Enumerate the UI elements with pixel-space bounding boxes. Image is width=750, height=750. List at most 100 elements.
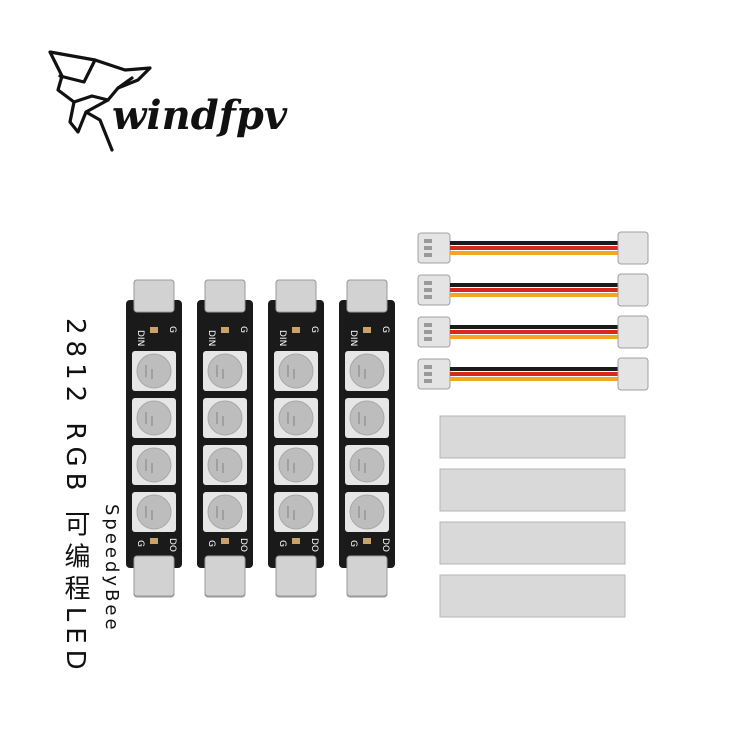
jst-cable <box>417 315 649 349</box>
led-die <box>145 365 153 379</box>
cable-plug-right <box>617 273 649 307</box>
manufacturer-label: SpeedyBee <box>101 504 122 633</box>
plug-pin <box>424 281 432 285</box>
adhesive-pad <box>439 574 626 618</box>
connector-bottom-housing <box>346 555 388 597</box>
led-die <box>287 365 295 379</box>
wire <box>450 367 618 371</box>
led-die <box>216 412 224 426</box>
wire <box>450 377 618 381</box>
rgb-led <box>207 400 243 436</box>
wire <box>450 246 618 250</box>
led-die <box>358 412 366 426</box>
resistor <box>221 327 229 333</box>
plug-pin <box>424 337 432 341</box>
connector-top-housing <box>133 279 175 313</box>
cable-plug-right <box>617 231 649 265</box>
pin-label-g-top: G <box>238 326 248 333</box>
pin-label-g-bottom: G <box>135 540 145 547</box>
jst-cable <box>417 231 649 265</box>
plug-pin <box>424 239 432 243</box>
resistor <box>363 538 371 544</box>
rgb-led <box>136 447 172 483</box>
pin-label-g-bottom: G <box>348 540 358 547</box>
rgb-led <box>278 447 314 483</box>
resistor <box>363 327 371 333</box>
wire <box>450 293 618 297</box>
wire <box>450 335 618 339</box>
cable-plug-left <box>417 274 451 306</box>
rgb-led <box>207 447 243 483</box>
plug-pin <box>424 253 432 257</box>
led-die <box>145 506 153 520</box>
wire <box>450 283 618 287</box>
rgb-led <box>207 353 243 389</box>
wire <box>450 288 618 292</box>
pin-label-do: DO <box>238 538 248 552</box>
resistor <box>150 327 158 333</box>
connector-bottom-housing <box>133 555 175 597</box>
pin-label-g-top: G <box>380 326 390 333</box>
led-die <box>358 365 366 379</box>
cable-plug-left <box>417 358 451 390</box>
pin-label-do: DO <box>309 538 319 552</box>
jst-cable <box>417 273 649 307</box>
rgb-led <box>136 494 172 530</box>
connector-top-housing <box>275 279 317 313</box>
led-die <box>287 506 295 520</box>
led-die <box>216 459 224 473</box>
cable-plug-left <box>417 316 451 348</box>
plug-pin <box>424 372 432 376</box>
resistor <box>221 538 229 544</box>
wire <box>450 251 618 255</box>
plug-pin <box>424 365 432 369</box>
led-die <box>216 506 224 520</box>
led-die <box>358 459 366 473</box>
rgb-led <box>349 447 385 483</box>
wire <box>450 325 618 329</box>
resistor <box>292 538 300 544</box>
led-die <box>287 459 295 473</box>
led-die <box>145 412 153 426</box>
plug-pin <box>424 288 432 292</box>
plug-pin <box>424 330 432 334</box>
pin-label-g-top: G <box>309 326 319 333</box>
led-die <box>358 506 366 520</box>
rgb-led <box>278 353 314 389</box>
plug-pin <box>424 295 432 299</box>
cable-plug-left <box>417 232 451 264</box>
pin-label-do: DO <box>380 538 390 552</box>
rgb-led <box>136 353 172 389</box>
connector-top-housing <box>346 279 388 313</box>
connector-top-housing <box>204 279 246 313</box>
rgb-led <box>349 494 385 530</box>
plug-pin <box>424 246 432 250</box>
cable-plug-right <box>617 315 649 349</box>
bird-logo-icon <box>48 50 152 152</box>
rgb-led <box>278 400 314 436</box>
pin-label-din: DIN <box>206 330 216 346</box>
rgb-led <box>349 353 385 389</box>
cable-plug-right <box>617 357 649 391</box>
wire <box>450 372 618 376</box>
resistor <box>150 538 158 544</box>
plug-pin <box>424 379 432 383</box>
led-die <box>287 412 295 426</box>
adhesive-pad <box>439 415 626 459</box>
pin-label-din: DIN <box>277 330 287 346</box>
rgb-led <box>349 400 385 436</box>
product-label: 2812 RGB 可编程LED <box>60 318 90 676</box>
resistor <box>292 327 300 333</box>
connector-bottom-housing <box>204 555 246 597</box>
jst-cable <box>417 357 649 391</box>
connector-bottom-housing <box>275 555 317 597</box>
rgb-led <box>278 494 314 530</box>
brand-logo-text: windfpv <box>112 92 288 139</box>
pin-label-do: DO <box>167 538 177 552</box>
adhesive-pad <box>439 521 626 565</box>
